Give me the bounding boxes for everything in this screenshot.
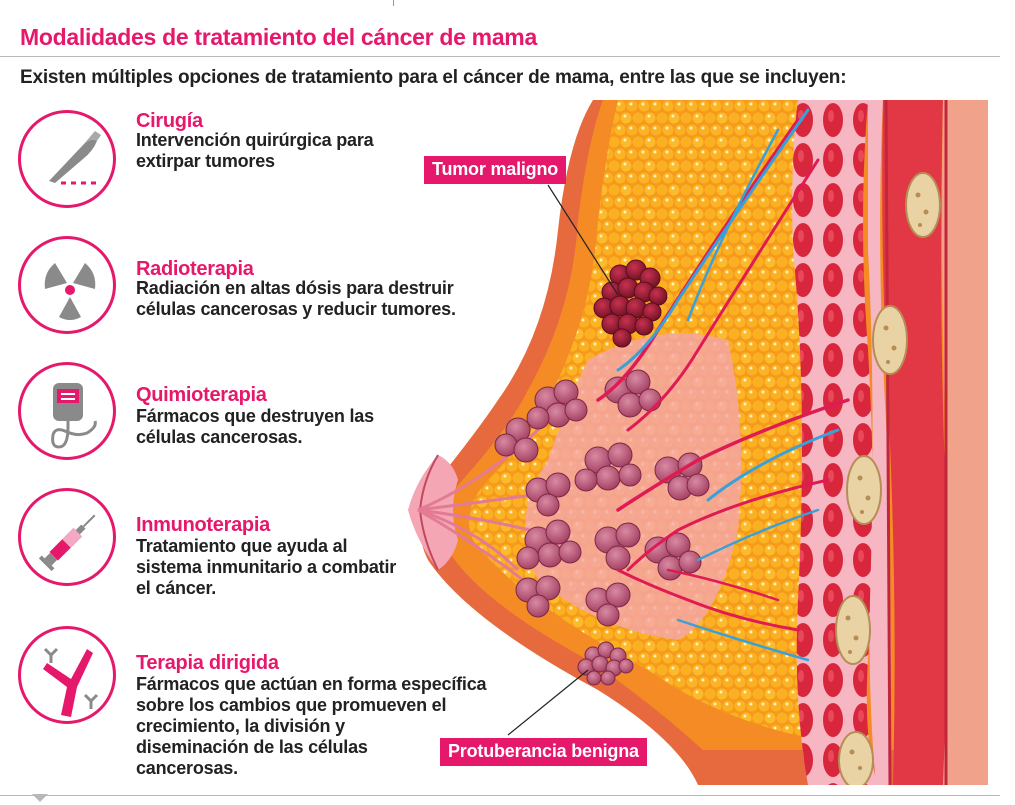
description-line: células cancerosas y reducir tumores.	[136, 299, 456, 319]
top-tick	[393, 0, 394, 6]
description-line: Fármacos que destruyen las	[136, 406, 374, 426]
iv-bag-icon	[18, 362, 116, 460]
title-divider	[0, 56, 1000, 57]
radiation-icon	[18, 236, 116, 334]
description-line: Tratamiento que ayuda al	[136, 536, 348, 556]
breast-anatomy-illustration	[408, 100, 988, 785]
treatment-title: Inmunoterapia	[136, 514, 270, 536]
protuberancia-benigna-label: Protuberancia benigna	[440, 738, 647, 766]
tumor-maligno-label: Tumor maligno	[424, 156, 567, 184]
treatment-title: Quimioterapia	[136, 384, 267, 406]
description-line: el cáncer.	[136, 578, 217, 598]
description-line: diseminación de las células	[136, 737, 368, 757]
description-line: Radiación en altas dósis para destruir	[136, 278, 454, 298]
description-line: sistema inmunitario a combatir	[136, 557, 397, 577]
description-line: cancerosas.	[136, 758, 238, 778]
treatment-item-terapia-dirigida: Terapia dirigida Fármacos que actúan en …	[18, 626, 498, 778]
description-line: Fármacos que actúan en forma específica	[136, 674, 487, 694]
treatment-item-inmunoterapia: Inmunoterapia Tratamiento que ayuda al s…	[18, 488, 498, 598]
treatment-description: Radiación en altas dósis para destruir c…	[136, 278, 456, 320]
treatment-description: Intervención quirúrgica para extirpar tu…	[136, 130, 374, 172]
treatment-item-quimioterapia: Quimioterapia Fármacos que destruyen las…	[18, 362, 498, 472]
description-line: Intervención quirúrgica para	[136, 130, 374, 150]
description-line: crecimiento, la división y	[136, 716, 345, 736]
antibody-icon	[18, 626, 116, 724]
description-line: células cancerosas.	[136, 427, 303, 447]
syringe-icon	[18, 488, 116, 586]
description-line: sobre los cambios que promueven el	[136, 695, 447, 715]
bottom-divider	[0, 795, 1000, 796]
treatment-description: Tratamiento que ayuda al sistema inmunit…	[136, 536, 396, 599]
treatment-title: Terapia dirigida	[136, 652, 279, 674]
treatment-item-cirugia: Cirugía Intervención quirúrgica para ext…	[18, 110, 498, 220]
treatment-title: Cirugía	[136, 110, 203, 132]
treatment-description: Fármacos que destruyen las células cance…	[136, 406, 374, 448]
page-title: Modalidades de tratamiento del cáncer de…	[20, 24, 537, 50]
intro-text: Existen múltiples opciones de tratamient…	[20, 67, 847, 88]
treatment-item-radioterapia: Radioterapia Radiación en altas dósis pa…	[18, 236, 498, 346]
scalpel-icon	[18, 110, 116, 208]
treatment-title: Radioterapia	[136, 258, 254, 280]
bottom-notch	[32, 794, 48, 802]
description-line: extirpar tumores	[136, 151, 275, 171]
treatment-description: Fármacos que actúan en forma específica …	[136, 674, 487, 779]
